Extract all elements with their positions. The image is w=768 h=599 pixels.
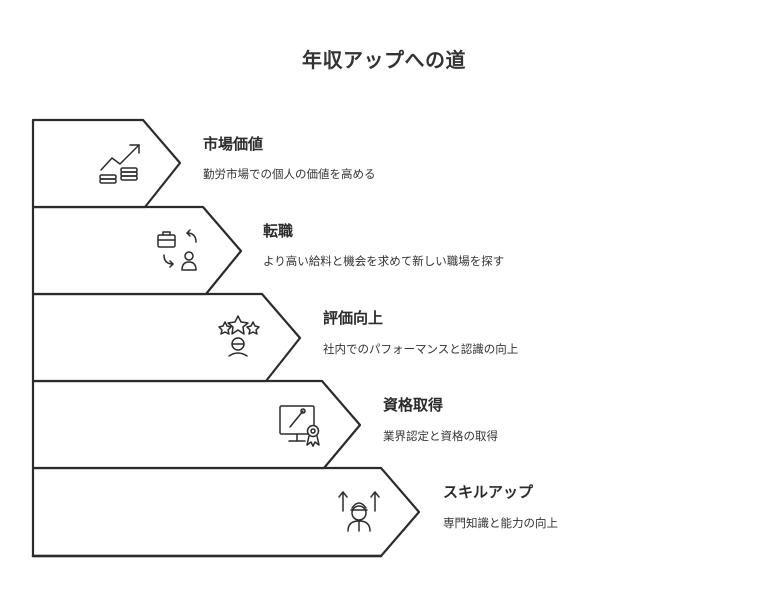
evaluation-stars-icon — [218, 315, 260, 357]
step-desc-certification: 業界認定と資格の取得 — [383, 429, 498, 443]
step-title-evaluation: 評価向上 — [323, 309, 384, 327]
step-title-job-change: 転職 — [263, 222, 294, 240]
step-shape-skill-up — [31, 466, 421, 558]
skill-up-icon — [338, 491, 380, 532]
step-title-skill-up: スキルアップ — [443, 483, 534, 501]
certificate-icon — [279, 405, 320, 447]
growth-money-icon — [99, 144, 140, 184]
step-desc-skill-up: 専門知識と能力の向上 — [443, 516, 558, 530]
step-desc-market-value: 勤労市場での個人の価値を高める — [203, 167, 376, 181]
step-shape-evaluation — [31, 292, 302, 383]
step-title-market-value: 市場価値 — [203, 135, 264, 153]
step-shape-certification — [31, 379, 362, 470]
step-desc-job-change: より高い給料と機会を求めて新しい職場を探す — [263, 254, 505, 268]
step-desc-evaluation: 社内でのパフォーマンスと認識の向上 — [323, 342, 519, 356]
career-change-icon — [157, 229, 197, 271]
diagram-title: 年収アップへの道 — [302, 48, 466, 72]
step-shape-job-change — [31, 205, 243, 296]
step-title-certification: 資格取得 — [383, 396, 444, 414]
